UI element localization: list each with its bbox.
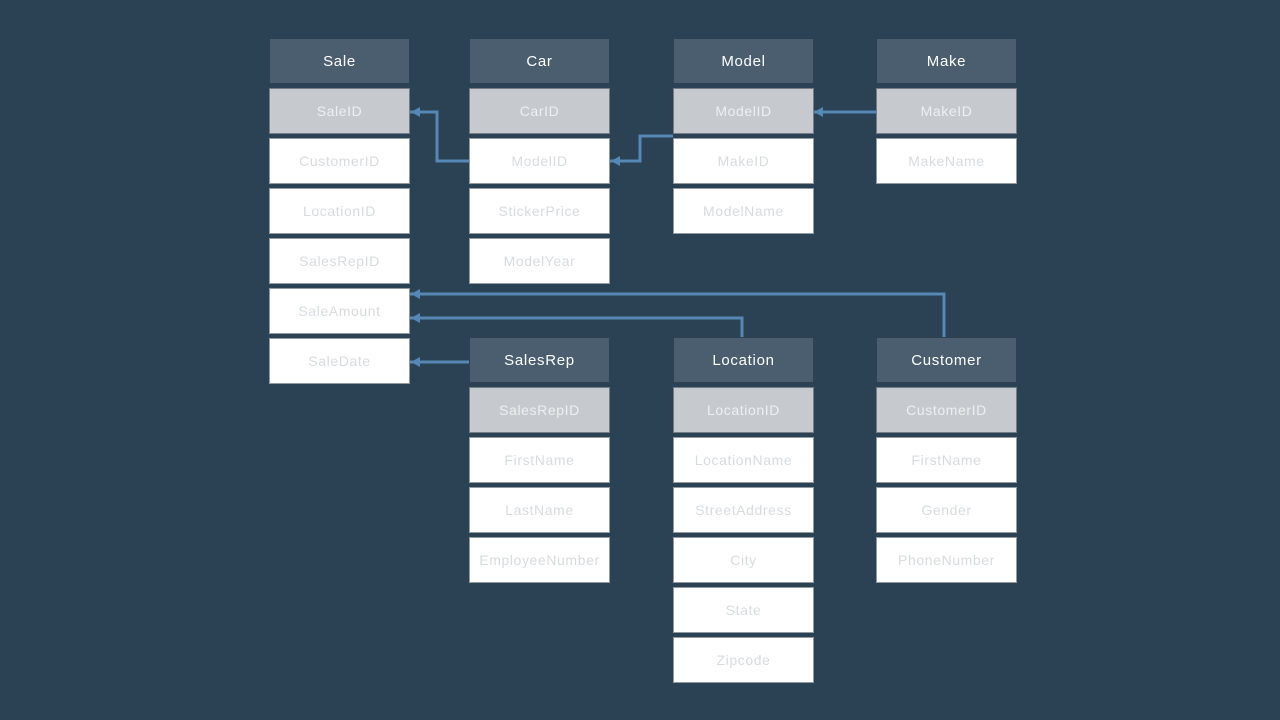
table-sale-field-salesrepid: SalesRepID <box>269 238 410 284</box>
table-model-field-modelid: ModelID <box>673 88 814 134</box>
table-sale-field-saleamount: SaleAmount <box>269 288 410 334</box>
table-salesrep-header: SalesRep <box>469 337 610 383</box>
connector-sale-to-location <box>410 316 744 338</box>
table-location-field-city: City <box>673 537 814 583</box>
connector-arrowhead-icon <box>411 107 420 117</box>
connector-arrowhead-icon <box>411 357 420 367</box>
table-model-field-makeid: MakeID <box>673 138 814 184</box>
table-model-header: Model <box>673 38 814 84</box>
connector-sale-to-customer <box>410 292 946 338</box>
table-car-field-stickerprice: StickerPrice <box>469 188 610 234</box>
connector-arrowhead-icon <box>814 107 823 117</box>
table-salesrep-field-lastname: LastName <box>469 487 610 533</box>
table-model-field-modelname: ModelName <box>673 188 814 234</box>
table-location-header: Location <box>673 337 814 383</box>
table-salesrep-field-employeenumber: EmployeeNumber <box>469 537 610 583</box>
table-sale-field-saleid: SaleID <box>269 88 410 134</box>
table-car-field-modelid: ModelID <box>469 138 610 184</box>
connector-arrowhead-icon <box>411 289 420 299</box>
table-location-field-locationid: LocationID <box>673 387 814 433</box>
connector-sale-saleid-to-car-modelid <box>410 110 469 163</box>
table-sale-header: Sale <box>269 38 410 84</box>
connector-car-modelid-to-model-modelid <box>610 134 673 163</box>
table-location-field-state: State <box>673 587 814 633</box>
table-sale-field-saledate: SaleDate <box>269 338 410 384</box>
table-customer-field-firstname: FirstName <box>876 437 1017 483</box>
table-customer-field-phonenumber: PhoneNumber <box>876 537 1017 583</box>
table-car-field-carid: CarID <box>469 88 610 134</box>
connector-arrowhead-icon <box>611 156 620 166</box>
table-location-field-streetaddress: StreetAddress <box>673 487 814 533</box>
table-sale-field-customerid: CustomerID <box>269 138 410 184</box>
table-location-field-zipcode: Zipcode <box>673 637 814 683</box>
table-location-field-locationname: LocationName <box>673 437 814 483</box>
table-customer-header: Customer <box>876 337 1017 383</box>
table-car-header: Car <box>469 38 610 84</box>
table-car-field-modelyear: ModelYear <box>469 238 610 284</box>
table-make-field-makename: MakeName <box>876 138 1017 184</box>
table-make-header: Make <box>876 38 1017 84</box>
table-salesrep-field-firstname: FirstName <box>469 437 610 483</box>
table-salesrep-field-salesrepid: SalesRepID <box>469 387 610 433</box>
connector-arrowhead-icon <box>411 313 420 323</box>
table-customer-field-customerid: CustomerID <box>876 387 1017 433</box>
table-customer-field-gender: Gender <box>876 487 1017 533</box>
table-make-field-makeid: MakeID <box>876 88 1017 134</box>
table-sale-field-locationid: LocationID <box>269 188 410 234</box>
